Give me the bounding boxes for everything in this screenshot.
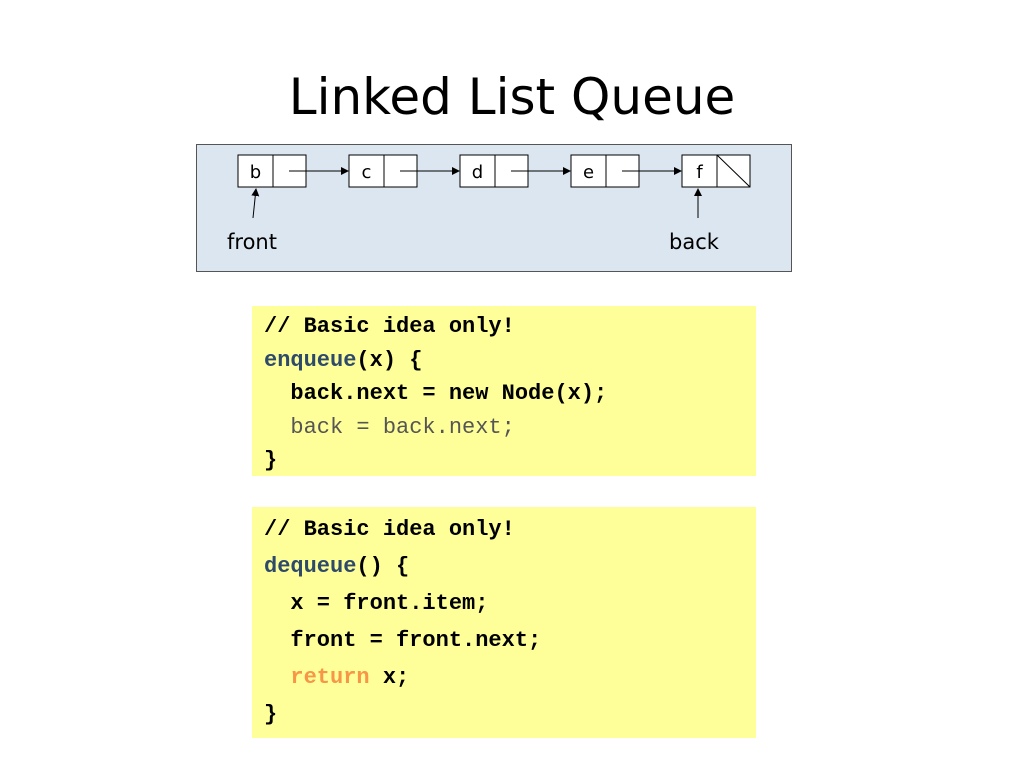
function-name: enqueue: [264, 347, 357, 373]
code-line: back = back.next;: [264, 414, 515, 440]
code-line: x = front.item;: [264, 591, 489, 616]
list-node: f: [681, 154, 751, 188]
node-value: e: [583, 162, 594, 183]
front-pointer-arrow: [251, 188, 260, 219]
front-label: front: [227, 230, 277, 254]
code-signature: enqueue(x) {: [264, 347, 423, 373]
node-value: c: [362, 162, 372, 183]
code-close-brace: }: [264, 448, 278, 473]
code-signature: dequeue() {: [264, 554, 410, 579]
node-value: b: [250, 162, 261, 183]
code-line: front = front.next;: [264, 628, 542, 653]
slide-title: Linked List Queue: [288, 68, 736, 126]
linked-list-diagram: b c d e f front back: [227, 154, 751, 254]
return-keyword: return: [290, 665, 370, 690]
code-close-brace: }: [264, 702, 278, 727]
dequeue-code-block: // Basic idea only! dequeue() { x = fron…: [252, 507, 756, 738]
code-comment: // Basic idea only!: [264, 517, 515, 542]
null-pointer-slash: [716, 154, 751, 188]
enqueue-code-block: // Basic idea only! enqueue(x) { back.ne…: [252, 306, 756, 476]
code-line: return x;: [290, 665, 410, 690]
code-line: back.next = new Node(x);: [264, 381, 608, 406]
function-name: dequeue: [264, 554, 357, 579]
node-value: d: [472, 162, 483, 183]
back-label: back: [669, 230, 720, 254]
node-value: f: [696, 162, 703, 183]
code-comment: // Basic idea only!: [264, 314, 515, 339]
